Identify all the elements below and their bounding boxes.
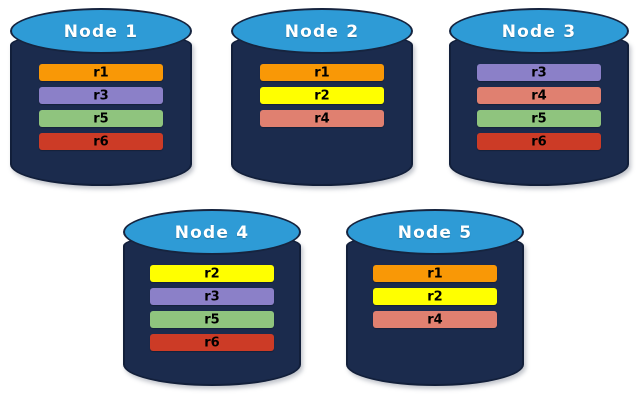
replica-r1[interactable]: r1 xyxy=(260,64,384,81)
replica-label: r2 xyxy=(314,88,330,104)
replica-r5[interactable]: r5 xyxy=(39,110,163,127)
node-cylinder-top: Node 5 xyxy=(346,209,524,255)
replica-r1[interactable]: r1 xyxy=(373,265,497,282)
replica-r5[interactable]: r5 xyxy=(150,311,274,328)
replica-list: r2 r3 r5 r6 xyxy=(123,265,301,351)
node-2[interactable]: Node 2 r1 r2 r4 xyxy=(231,8,413,186)
node-cylinder-top: Node 2 xyxy=(231,8,413,54)
replica-label: r6 xyxy=(93,134,109,150)
replica-label: r1 xyxy=(314,65,330,81)
replica-r4[interactable]: r4 xyxy=(260,110,384,127)
replica-list: r1 r2 r4 xyxy=(231,64,413,127)
replica-r2[interactable]: r2 xyxy=(150,265,274,282)
replica-label: r4 xyxy=(531,88,547,104)
node-cylinder-body xyxy=(449,31,629,186)
node-4[interactable]: Node 4 r2 r3 r5 r6 xyxy=(123,209,301,386)
replica-label: r6 xyxy=(204,335,220,351)
node-label: Node 3 xyxy=(501,21,577,42)
replica-r3[interactable]: r3 xyxy=(39,87,163,104)
node-label: Node 5 xyxy=(397,222,473,243)
replica-label: r3 xyxy=(93,88,109,104)
replica-r2[interactable]: r2 xyxy=(373,288,497,305)
node-cylinder-body xyxy=(231,31,413,186)
replica-r6[interactable]: r6 xyxy=(150,334,274,351)
node-cylinder-top: Node 3 xyxy=(449,8,629,54)
replica-label: r2 xyxy=(427,289,443,305)
replica-r3[interactable]: r3 xyxy=(150,288,274,305)
replica-label: r5 xyxy=(204,312,220,328)
node-cylinder-top: Node 4 xyxy=(123,209,301,255)
replica-r3[interactable]: r3 xyxy=(477,64,601,81)
node-5[interactable]: Node 5 r1 r2 r4 xyxy=(346,209,524,386)
node-cylinder-body xyxy=(123,232,301,386)
replica-label: r3 xyxy=(204,289,220,305)
replica-list: r1 r3 r5 r6 xyxy=(10,64,192,150)
replica-r6[interactable]: r6 xyxy=(477,133,601,150)
node-cylinder-body xyxy=(346,232,524,386)
replica-r4[interactable]: r4 xyxy=(477,87,601,104)
replica-r5[interactable]: r5 xyxy=(477,110,601,127)
node-cylinder-top: Node 1 xyxy=(10,8,192,54)
node-1[interactable]: Node 1 r1 r3 r5 r6 xyxy=(10,8,192,186)
replica-label: r1 xyxy=(93,65,109,81)
replica-r4[interactable]: r4 xyxy=(373,311,497,328)
node-label: Node 1 xyxy=(63,21,139,42)
replica-label: r5 xyxy=(531,111,547,127)
replica-list: r3 r4 r5 r6 xyxy=(449,64,629,150)
replica-label: r1 xyxy=(427,266,443,282)
replica-label: r4 xyxy=(427,312,443,328)
node-label: Node 2 xyxy=(284,21,360,42)
node-label: Node 4 xyxy=(174,222,250,243)
replica-r6[interactable]: r6 xyxy=(39,133,163,150)
replica-label: r6 xyxy=(531,134,547,150)
replica-label: r3 xyxy=(531,65,547,81)
node-3[interactable]: Node 3 r3 r4 r5 r6 xyxy=(449,8,629,186)
replica-list: r1 r2 r4 xyxy=(346,265,524,328)
replica-label: r4 xyxy=(314,111,330,127)
replica-r1[interactable]: r1 xyxy=(39,64,163,81)
replica-label: r5 xyxy=(93,111,109,127)
replica-label: r2 xyxy=(204,266,220,282)
replica-r2[interactable]: r2 xyxy=(260,87,384,104)
